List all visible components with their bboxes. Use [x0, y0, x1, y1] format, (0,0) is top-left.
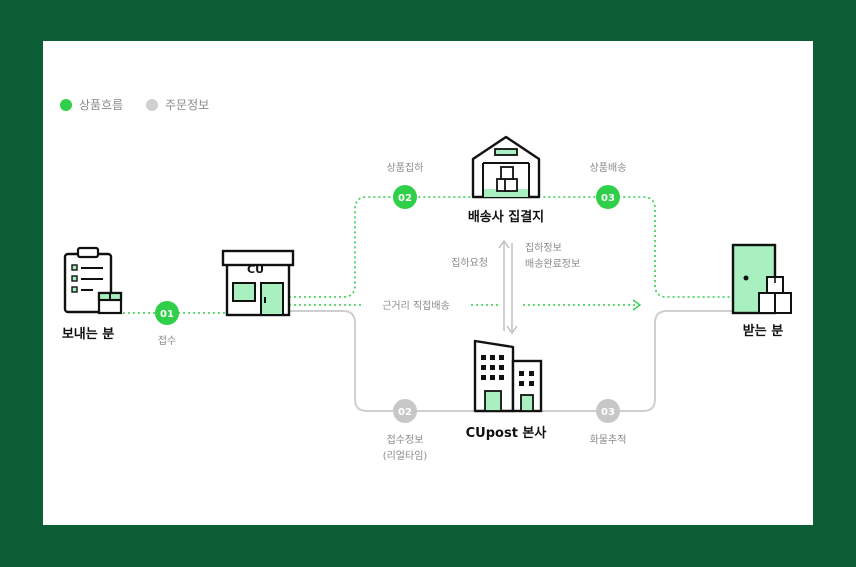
step-03-tracking-number: 03	[601, 407, 615, 418]
pickup-request-arrowhead	[498, 239, 510, 249]
step-01-number: 01	[160, 309, 174, 320]
step-02-accept-info-label-2: (리얼타임)	[383, 449, 428, 462]
step-03-delivery-number: 03	[601, 193, 615, 204]
step-02-pickup-label: 상품집하	[387, 161, 424, 174]
sender-label: 보내는 분	[62, 326, 114, 342]
pickup-request-label: 집하요청	[451, 256, 488, 269]
step-01-badge	[155, 301, 179, 325]
step-03-delivery-label: 상품배송	[590, 162, 627, 174]
step-03-tracking-badge	[596, 399, 620, 423]
step-02-accept-info-number: 02	[398, 407, 412, 418]
step-02-accept-info-badge	[393, 399, 417, 423]
legend-product-flow-label: 상품흐름	[79, 98, 123, 112]
info-arrowhead	[506, 325, 518, 335]
legend-product-flow-dot	[60, 99, 72, 111]
step-03-tracking-label: 화물추적	[590, 434, 627, 446]
cu-store-sign: CU	[247, 263, 264, 276]
legend-order-info-dot	[146, 99, 158, 111]
direct-line-arrowhead	[632, 299, 642, 311]
step-02-accept-info-label-1: 접수정보	[387, 434, 424, 446]
hq-label: CUpost 본사	[466, 425, 547, 441]
step-03-delivery-badge	[596, 185, 620, 209]
step-02-pickup-badge	[393, 185, 417, 209]
step-01-label: 접수	[158, 335, 176, 347]
cu-store-icon	[221, 249, 295, 317]
door-boxes-icon	[731, 243, 792, 315]
direct-delivery-label: 근거리 직접배송	[382, 300, 450, 312]
delivery-done-info-label: 배송완료정보	[525, 258, 580, 270]
legend-order-info-label: 주문정보	[165, 98, 209, 112]
receiver-label: 받는 분	[743, 323, 783, 339]
warehouse-icon	[471, 135, 541, 199]
step-02-pickup-number: 02	[398, 193, 412, 204]
hub-label: 배송사 집결지	[468, 209, 544, 225]
office-building-icon	[473, 339, 543, 413]
flow-diagram: 상품흐름 주문정보 집하요청 집하정보 배송완료정보 근거리 직접배송 01 접…	[60, 98, 792, 462]
clipboard-box-icon	[63, 246, 123, 315]
flow-diagram-card: 상품흐름 주문정보 집하요청 집하정보 배송완료정보 근거리 직접배송 01 접…	[43, 41, 813, 525]
pickup-info-label: 집하정보	[525, 241, 562, 254]
